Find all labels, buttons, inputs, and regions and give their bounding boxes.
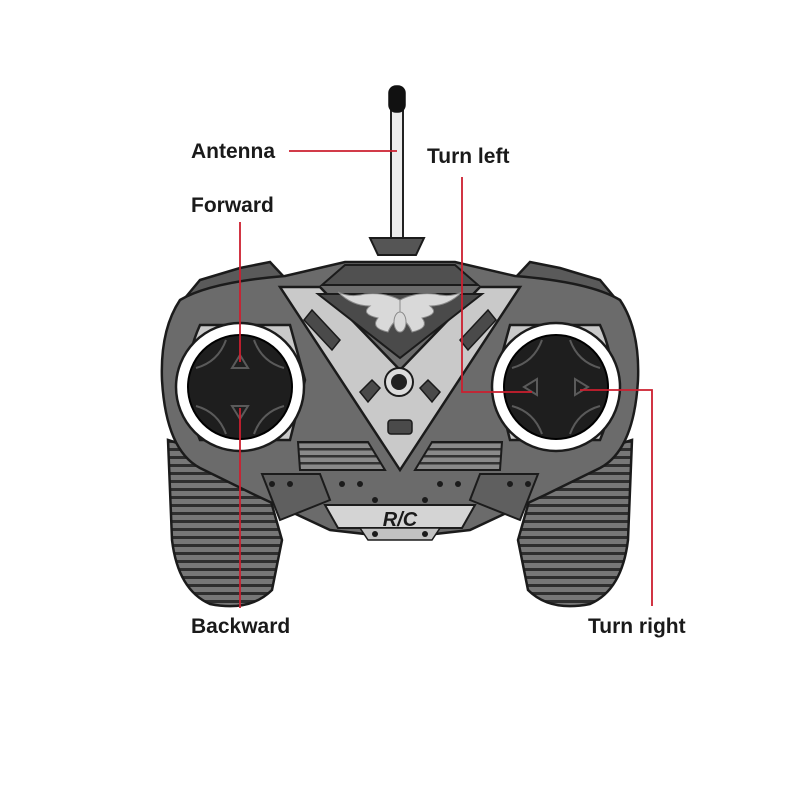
left-vent bbox=[296, 441, 387, 471]
label-turn-left: Turn left bbox=[427, 145, 510, 168]
antenna bbox=[368, 85, 426, 256]
leader-lines bbox=[239, 150, 653, 608]
right-vent bbox=[413, 441, 504, 471]
center-button[interactable] bbox=[384, 367, 414, 397]
leader-turn-right bbox=[580, 389, 653, 606]
right-joystick[interactable] bbox=[503, 334, 609, 440]
label-turn-right: Turn right bbox=[588, 615, 686, 638]
rc-badge: R/C bbox=[323, 497, 477, 541]
label-forward: Forward bbox=[191, 194, 274, 217]
tribal-flame-emblem-icon bbox=[337, 291, 463, 333]
leader-turn-left bbox=[461, 177, 532, 393]
label-backward: Backward bbox=[191, 615, 291, 638]
label-antenna: Antenna bbox=[191, 140, 275, 163]
rc-badge-text: R/C bbox=[383, 509, 418, 531]
